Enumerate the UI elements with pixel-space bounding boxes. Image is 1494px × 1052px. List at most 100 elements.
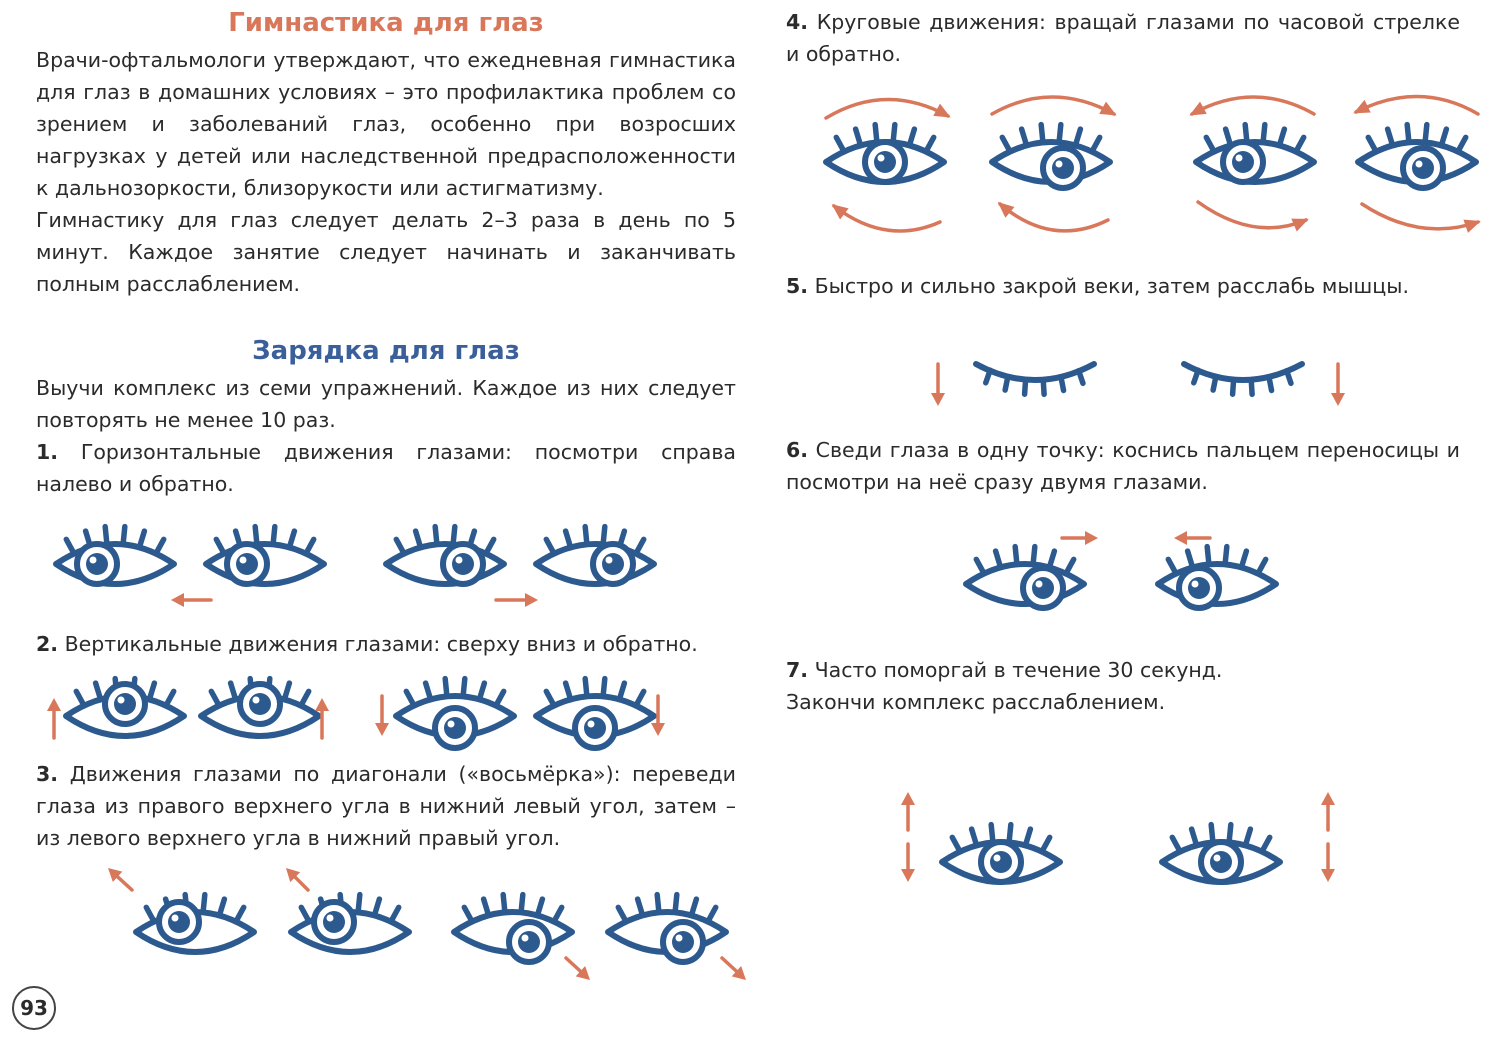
eyelash: [1063, 556, 1077, 576]
open-eye-icon: [451, 891, 575, 965]
pupil: [452, 553, 474, 575]
open-eye-icon: [383, 523, 507, 587]
eyelash: [1229, 377, 1237, 397]
pupil: [1032, 577, 1054, 599]
eyelash: [200, 891, 208, 914]
eyelash: [999, 134, 1013, 154]
pupil: [584, 717, 606, 739]
eyelash: [120, 523, 128, 546]
eyelash: [355, 891, 363, 914]
arrow-head: [108, 868, 123, 882]
exercise-7-illustration: [901, 792, 1335, 885]
eyelash: [1208, 821, 1216, 844]
eyelash: [1260, 121, 1268, 144]
eyelash: [1030, 543, 1038, 566]
highlight: [171, 914, 179, 922]
eyelash: [1021, 377, 1029, 397]
pupil: [168, 911, 190, 933]
arrow-curve: [990, 95, 1116, 116]
exercise-text: Быстро и сильно закрой веки, затем рассл…: [814, 274, 1409, 298]
eyelash: [633, 536, 647, 556]
eyelash: [890, 121, 898, 144]
arrow-head: [1291, 218, 1309, 232]
eyelash: [582, 523, 590, 546]
highlight: [1213, 854, 1221, 862]
eyelash: [143, 904, 157, 924]
arrow-head: [525, 593, 538, 607]
highlight: [239, 556, 247, 564]
eyelash: [543, 536, 557, 556]
arrow-icon: [990, 95, 1117, 116]
eyelash: [282, 680, 293, 701]
eyelash: [907, 126, 918, 147]
arrow-icon: [1360, 202, 1481, 233]
arrow-icon: [1321, 842, 1335, 882]
arrow-icon: [108, 868, 134, 892]
eyelash: [1243, 826, 1254, 847]
arrow-head: [901, 869, 915, 882]
eyelash: [450, 523, 458, 546]
eyelash: [617, 680, 628, 701]
arrow-curve: [1354, 94, 1480, 116]
arrow-icon: [1174, 531, 1212, 545]
arrow-head: [731, 966, 746, 980]
eyelash: [672, 891, 680, 914]
pupil: [444, 717, 466, 739]
arrow-head: [1321, 869, 1335, 882]
exercise-2-illustration: [47, 675, 665, 751]
eyelash: [1165, 556, 1179, 576]
arrow-head: [933, 103, 951, 118]
pupil: [1210, 851, 1232, 873]
eyelash: [872, 121, 880, 144]
exercise-number: 5.: [786, 274, 809, 298]
open-eye-icon: [198, 675, 322, 739]
arrow-icon: [720, 956, 746, 980]
arrow-head: [1463, 219, 1481, 233]
pupil: [86, 553, 108, 575]
eyelash: [217, 896, 228, 917]
eyelash: [1455, 134, 1469, 154]
arrow-head: [171, 593, 184, 607]
arrow-shaft: [720, 956, 741, 975]
open-eye-icon: [203, 523, 327, 587]
open-eye-icon: [1155, 543, 1279, 611]
eyelash: [1184, 548, 1195, 569]
exercise-number: 6.: [786, 438, 809, 462]
eyelash: [1255, 556, 1269, 576]
eyelash: [163, 688, 177, 708]
eyelash: [852, 126, 863, 147]
arrow-curve: [832, 204, 942, 233]
open-eye-icon: [1355, 121, 1479, 191]
eyelash: [923, 134, 937, 154]
eyelash: [227, 680, 238, 701]
eyelash: [1002, 373, 1011, 393]
pupil: [1052, 157, 1074, 179]
open-eye-icon: [288, 891, 412, 955]
eyelash: [705, 904, 719, 924]
eyelash: [562, 528, 573, 549]
closing-text: Закончи комплекс расслаблением.: [786, 690, 1166, 714]
exercise-3: 3. Движения глазами по диагонали («восьм…: [36, 758, 736, 854]
exercise-number: 1.: [36, 440, 59, 464]
eyelash: [949, 834, 963, 854]
open-eye-icon: [1159, 821, 1283, 885]
eyelash: [92, 680, 103, 701]
arrow-icon: [824, 97, 951, 120]
exercise-text: Круговые движения: вращай глазами по час…: [786, 10, 1460, 66]
open-eye-icon: [393, 675, 517, 751]
eyelash: [388, 904, 402, 924]
highlight: [521, 934, 529, 942]
arrow-shaft: [564, 956, 585, 975]
exercise-5-illustration: [931, 361, 1345, 406]
exercise-number: 4.: [786, 10, 809, 34]
highlight: [1035, 580, 1043, 588]
highlight: [89, 556, 97, 564]
eyelash: [1169, 834, 1183, 854]
open-eye-icon: [133, 891, 257, 955]
eyelash: [1056, 121, 1064, 144]
eyelash: [1293, 134, 1307, 154]
exercise-1: 1. Горизонтальные движения глазами: посм…: [36, 436, 736, 500]
page-title: Гимнастика для глаз: [228, 8, 544, 38]
highlight: [1235, 154, 1243, 162]
eyelash: [393, 536, 407, 556]
